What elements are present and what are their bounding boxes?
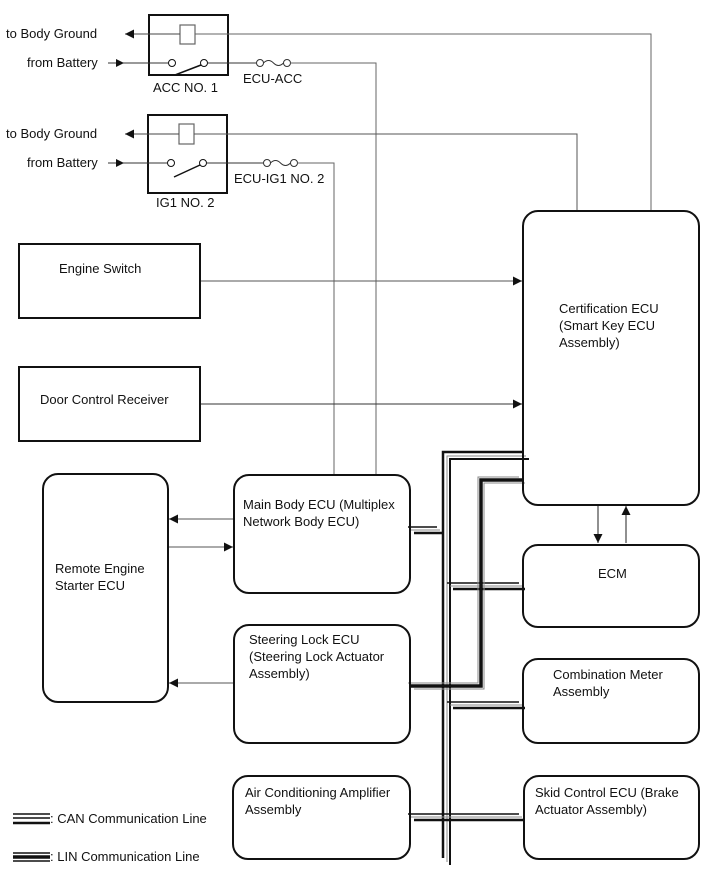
can-bus-main-body — [408, 526, 443, 535]
ig1-relay-label: IG1 NO. 2 — [156, 195, 215, 210]
can-legend-label: : CAN Communication Line — [50, 811, 207, 826]
can-bus-combination-meter — [447, 701, 525, 710]
ecu-acc-to-main-body-wire — [290, 62, 377, 476]
ig1-ground-label: to Body Ground — [6, 126, 98, 141]
remote-engine-starter-ecu-box: Remote Engine Starter ECU — [42, 473, 169, 703]
acc-relay-box — [148, 14, 229, 76]
lin-bus-steering-lock — [408, 476, 525, 690]
ecu-ig1-to-main-body-wire — [297, 162, 335, 476]
acc-coil-to-cert-wire — [195, 33, 652, 211]
ig1-switch-contact-icon — [199, 159, 207, 167]
combination-meter-label: Combination Meter Assembly — [553, 667, 663, 699]
door-control-receiver-box: Door Control Receiver — [18, 366, 201, 442]
acc-switch-blade-icon — [174, 64, 202, 76]
ig1-switch-blade-icon — [173, 164, 201, 178]
lin-legend-label: : LIN Communication Line — [50, 849, 200, 864]
air-conditioning-amplifier-label: Air Conditioning Amplifier Assembly — [245, 785, 391, 817]
engine-switch-box: Engine Switch — [18, 243, 201, 319]
ig1-relay-box — [147, 114, 228, 194]
ecm-box: ECM — [522, 544, 700, 628]
acc-ground-label: to Body Ground — [6, 26, 98, 41]
ecu-ig1-fuse-label: ECU-IG1 NO. 2 — [234, 171, 325, 186]
ig1-coil-to-cert-wire — [194, 133, 578, 211]
lin-legend-icon — [13, 852, 50, 862]
ig1-switch-contact-icon — [167, 159, 175, 167]
can-bus-cert-trunk — [441, 450, 529, 865]
air-conditioning-amplifier-box: Air Conditioning Amplifier Assembly — [232, 775, 411, 860]
skid-control-ecu-box: Skid Control ECU (Brake Actuator Assembl… — [523, 775, 700, 860]
engine-switch-label: Engine Switch — [59, 261, 142, 276]
certification-ecu-label: Certification ECU (Smart Key ECU Assembl… — [559, 301, 659, 350]
ig1-battery-arrow-icon — [116, 159, 124, 167]
acc-battery-arrow-icon — [116, 59, 124, 67]
skid-control-ecu-label: Skid Control ECU (Brake Actuator Assembl… — [535, 785, 679, 817]
can-legend-icon — [13, 813, 50, 825]
remote-engine-starter-ecu-label: Remote Engine Starter ECU — [55, 561, 145, 593]
ecm-label: ECM — [598, 566, 627, 581]
ecu-acc-fuse-icon — [256, 59, 291, 67]
certification-ecu-box: Certification ECU (Smart Key ECU Assembl… — [522, 210, 700, 506]
acc-battery-label: from Battery — [27, 55, 98, 70]
can-bus-skid-ac — [408, 813, 525, 822]
ig1-relay-coil-icon — [178, 123, 195, 145]
acc-relay — [148, 14, 229, 76]
steering-lock-ecu-label: Steering Lock ECU (Steering Lock Actuato… — [249, 632, 385, 681]
main-body-ecu-box: Main Body ECU (Multiplex Network Body EC… — [233, 474, 411, 594]
ig1-relay — [147, 114, 228, 194]
acc-relay-coil-icon — [179, 24, 196, 45]
steering-lock-ecu-box: Steering Lock ECU (Steering Lock Actuato… — [233, 624, 411, 744]
ecu-acc-fuse-label: ECU-ACC — [243, 71, 303, 86]
ig1-battery-label: from Battery — [27, 155, 98, 170]
ecu-ig1-fuse-icon — [263, 159, 298, 167]
communication-buses — [408, 450, 529, 865]
combination-meter-box: Combination Meter Assembly — [522, 658, 700, 744]
acc-switch-contact-icon — [168, 59, 176, 67]
acc-switch-contact-icon — [200, 59, 208, 67]
can-bus-ecm — [447, 582, 525, 591]
main-body-ecu-label: Main Body ECU (Multiplex Network Body EC… — [243, 497, 395, 529]
acc-relay-label: ACC NO. 1 — [153, 80, 219, 95]
door-control-receiver-label: Door Control Receiver — [40, 392, 169, 407]
